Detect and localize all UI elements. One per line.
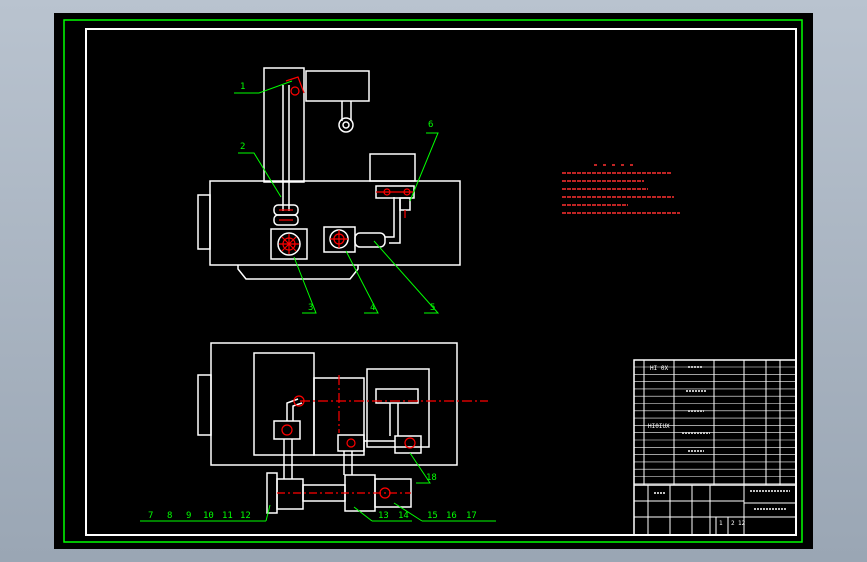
callout-3: 3 (308, 303, 313, 313)
cad-viewport[interactable]: 1 2 3 4 5 6 7 8 9 10 11 12 13 14 15 16 1… (54, 13, 813, 549)
callout-15: 15 (427, 511, 438, 521)
plan-view-red-details (277, 375, 488, 499)
front-view-red-details (279, 76, 414, 254)
tb-digit-1: 1 (719, 520, 723, 527)
title-block-rows (634, 366, 796, 485)
callout-17: 17 (466, 511, 477, 521)
callout-16: 16 (446, 511, 457, 521)
callout-4: 4 (370, 303, 375, 313)
technical-notes (562, 164, 680, 214)
callout-10: 10 (203, 511, 214, 521)
callout-11: 11 (222, 511, 233, 521)
outer-green-frame (63, 19, 803, 543)
callout-5: 5 (430, 303, 435, 313)
tb-digit-2: 2 (731, 520, 735, 527)
callout-labels: 1 2 3 4 5 6 7 8 9 10 11 12 13 14 15 16 1… (148, 82, 477, 521)
tb-mark-1: HI 0X (650, 365, 668, 372)
hydraulic-layout-drawing: 1 2 3 4 5 6 7 8 9 10 11 12 13 14 15 16 1… (63, 19, 803, 543)
plan-view (197, 342, 458, 514)
callout-1: 1 (240, 82, 245, 92)
callout-leaders (140, 80, 496, 522)
callout-12: 12 (240, 511, 251, 521)
title-block-scribbles (654, 366, 790, 510)
callout-14: 14 (398, 511, 409, 521)
tb-digit-3: 12 (738, 520, 746, 527)
callout-7: 7 (148, 511, 153, 521)
callout-2: 2 (240, 142, 245, 152)
callout-6: 6 (428, 120, 433, 130)
title-block-text: HI 0X HI0IUX 1 2 12 (648, 365, 746, 527)
callout-8: 8 (167, 511, 172, 521)
tb-mark-2: HI0IUX (648, 423, 670, 430)
callout-9: 9 (186, 511, 191, 521)
callout-13: 13 (378, 511, 389, 521)
drawing-border (85, 28, 797, 536)
callout-18: 18 (426, 473, 437, 483)
front-view (197, 67, 461, 280)
